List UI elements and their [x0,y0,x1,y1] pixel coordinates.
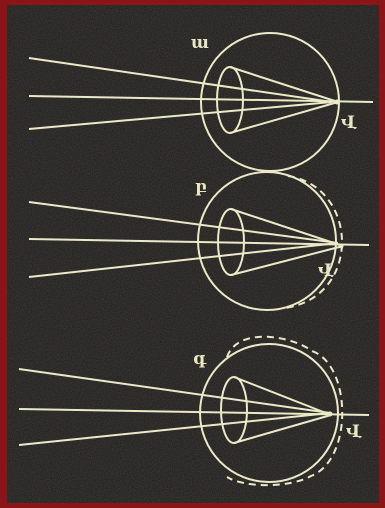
panel-letter: բ [195,177,207,197]
focal-point [328,412,333,417]
focal-point-label: Վ [341,113,358,133]
eye-diagrams: ա Վ բ Վ [7,5,379,503]
panel-letter: գ [193,349,207,369]
focal-point-label: Վ [318,261,335,281]
diagram-panel: ա Վ բ Վ [7,5,379,503]
focal-point-label: Վ [346,422,363,442]
focal-point [339,244,344,249]
background-texture [7,5,379,503]
panel-letter: ա [191,33,209,53]
focal-point [335,100,340,105]
